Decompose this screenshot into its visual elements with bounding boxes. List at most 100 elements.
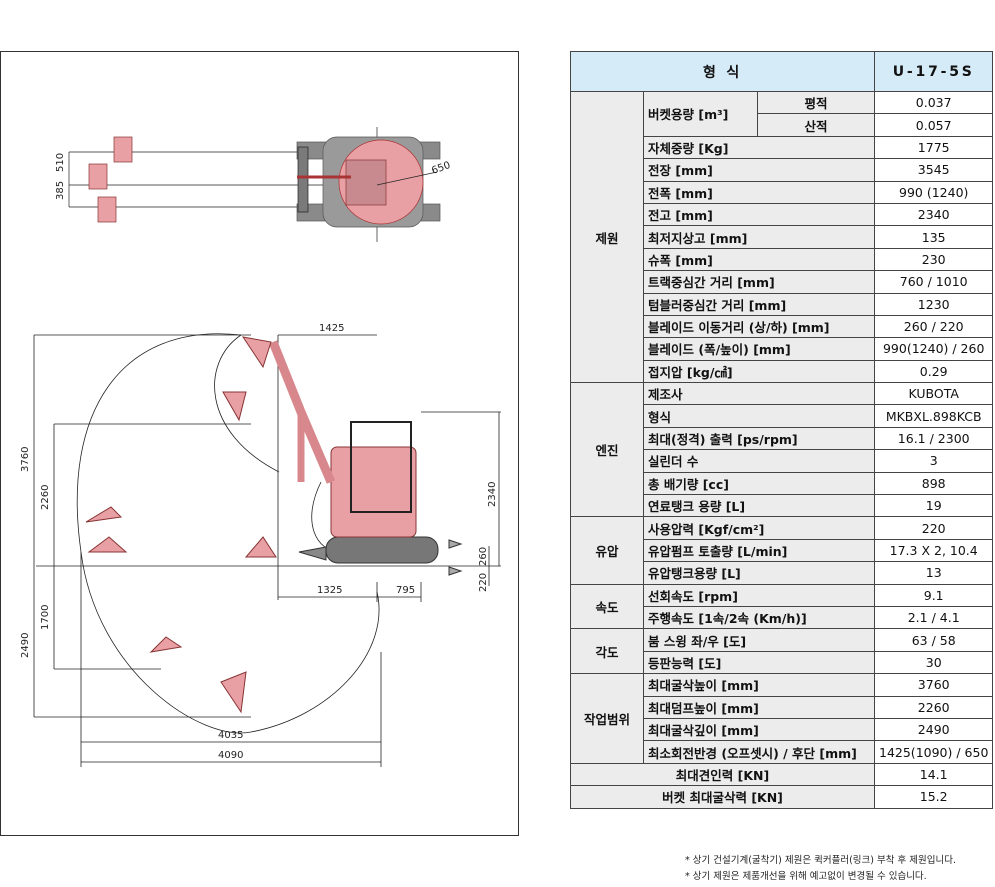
- spec-value: 2340: [873, 202, 994, 227]
- spec-label: 전고 [mm]: [643, 202, 875, 227]
- spec-group-label: 유압: [570, 516, 644, 585]
- spec-row: 트랙중심간 거리 [mm]760 / 1010: [571, 270, 994, 294]
- excavator-drawing: 510 385 650: [20, 127, 501, 767]
- spec-group-label: 제원: [570, 90, 644, 384]
- dim-2490: 2490: [20, 633, 31, 658]
- spec-row: 블레이드 (폭/높이) [mm]990(1240) / 260: [571, 337, 994, 361]
- spec-value: 63 / 58: [873, 628, 994, 652]
- spec-row: 전고 [mm]2340: [571, 202, 994, 227]
- spec-footer-row: 최대견인력 [KN]14.1: [570, 762, 994, 787]
- spec-label: 제조사: [643, 382, 875, 406]
- spec-label: 사용압력 [Kgf/cm²]: [643, 516, 875, 540]
- top-view: [68, 127, 441, 242]
- dim-4035: 4035: [218, 730, 243, 741]
- spec-value: 260 / 220: [873, 314, 994, 339]
- spec-value: 30: [873, 650, 994, 675]
- spec-label: 버켓 최대굴삭력 [KN]: [570, 785, 875, 809]
- spec-row: 연료탱크 용량 [L]19: [571, 494, 994, 518]
- spec-row: 텀블러중심간 거리 [mm]1230: [571, 292, 994, 316]
- model-name: U-17-5S: [873, 51, 994, 92]
- spec-group-label: 각도: [570, 628, 644, 675]
- footnotes: * 상기 건설기계(굴착기) 제원은 퀵커플러(링크) 부착 후 제원입니다. …: [685, 853, 995, 885]
- spec-header-row: 형 식 U-17-5S: [570, 51, 994, 92]
- dim-1325: 1325: [317, 585, 342, 596]
- spec-value: 3545: [873, 158, 994, 182]
- dim-220: 220: [478, 573, 489, 592]
- spec-label: 자체중량 [Kg]: [643, 135, 875, 160]
- side-view: [33, 333, 501, 767]
- spec-value: 135: [873, 225, 994, 249]
- spec-value: 13: [873, 561, 994, 585]
- dim-3760: 3760: [20, 447, 31, 472]
- dim-1425: 1425: [319, 323, 344, 334]
- spec-row: 유압탱크용량 [L]13: [571, 561, 994, 585]
- spec-label: 선회속도 [rpm]: [643, 583, 875, 607]
- spec-value: 760 / 1010: [873, 270, 994, 294]
- spec-row: 슈폭 [mm]230: [571, 247, 994, 272]
- spec-label: 전폭 [mm]: [643, 180, 875, 204]
- dim-2340: 2340: [487, 482, 498, 507]
- spec-value: MKBXL.898KCB: [873, 404, 994, 428]
- excavator-body: [85, 336, 463, 714]
- spec-value: 0.29: [873, 359, 994, 384]
- spec-footer-row: 버켓 최대굴삭력 [KN]15.2: [570, 785, 994, 809]
- spec-row: 전장 [mm]3545: [571, 158, 994, 182]
- spec-row: 접지압 [kg/㎠]0.29: [571, 359, 994, 384]
- spec-value: 3: [873, 449, 994, 473]
- spec-value: 0.057: [873, 113, 994, 137]
- spec-row: 자체중량 [Kg]1775: [571, 135, 994, 160]
- spec-value: 16.1 / 2300: [873, 426, 994, 451]
- spec-value: 19: [873, 494, 994, 518]
- dim-4090: 4090: [218, 750, 243, 761]
- spec-group-label: 속도: [570, 583, 644, 630]
- spec-value: 1775: [873, 135, 994, 160]
- spec-label: 최대굴삭깊이 [mm]: [643, 717, 875, 742]
- spec-label: 유압펌프 토출량 [L/min]: [643, 538, 875, 563]
- spec-sub-label: 평적: [757, 90, 875, 115]
- dim-2260: 2260: [40, 485, 51, 510]
- dim-385: 385: [55, 181, 66, 200]
- spec-value: 990(1240) / 260: [873, 337, 994, 361]
- spec-value: 15.2: [873, 785, 994, 809]
- spec-label: 최저지상고 [mm]: [643, 225, 875, 249]
- spec-value: 1425(1090) / 650: [873, 740, 994, 764]
- spec-label: 등판능력 [도]: [643, 650, 875, 675]
- model-label: 형 식: [570, 51, 875, 92]
- spec-value: 2490: [873, 717, 994, 742]
- spec-label: 실린더 수: [643, 449, 875, 473]
- spec-value: 9.1: [873, 583, 994, 607]
- spec-value: 3760: [873, 673, 994, 697]
- dim-650: 650: [430, 160, 452, 177]
- spec-label: 붐 스윙 좌/우 [도]: [643, 628, 875, 652]
- spec-value: 1230: [873, 292, 994, 316]
- spec-value: 14.1: [873, 762, 994, 787]
- spec-value: 898: [873, 471, 994, 496]
- spec-row: 최대굴삭깊이 [mm]2490: [571, 717, 994, 742]
- spec-value: 2260: [873, 695, 994, 719]
- spec-label: 블레이드 이동거리 (상/하) [mm]: [643, 314, 875, 339]
- footnote-2: * 상기 제원은 제품개선을 위해 예고없이 변경될 수 있습니다.: [685, 871, 927, 882]
- spec-label: 주행속도 [1속/2속 (Km/h)]: [643, 605, 875, 630]
- spec-label: 형식: [643, 404, 875, 428]
- spec-row: 최대(정격) 출력 [ps/rpm]16.1 / 2300: [571, 426, 994, 451]
- spec-label: 최소회전반경 (오프셋시) / 후단 [mm]: [643, 740, 875, 764]
- spec-label: 버켓용량 [m³]: [643, 91, 758, 137]
- spec-label: 블레이드 (폭/높이) [mm]: [643, 337, 875, 361]
- dimension-drawing: 510 385 650: [0, 51, 519, 836]
- spec-label: 최대굴삭높이 [mm]: [643, 673, 875, 697]
- dim-260: 260: [478, 547, 489, 566]
- spec-value: 990 (1240): [873, 180, 994, 204]
- spec-value: 0.037: [873, 90, 994, 115]
- spec-value: KUBOTA: [873, 382, 994, 406]
- spec-sub-label: 산적: [757, 113, 875, 137]
- spec-label: 총 배기량 [cc]: [643, 471, 875, 496]
- spec-label: 텀블러중심간 거리 [mm]: [643, 292, 875, 316]
